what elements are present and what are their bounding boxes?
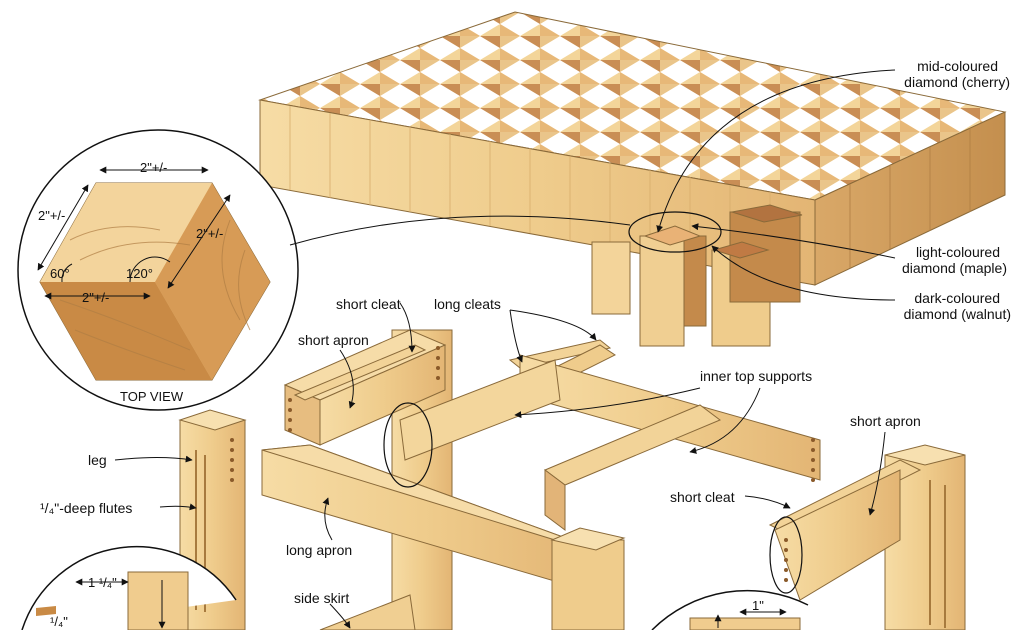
- cleat-detail-inset: [651, 589, 809, 631]
- label-dark-diamond-2: diamond (walnut): [903, 306, 1011, 322]
- dim-inset-1in: 1": [752, 598, 764, 613]
- label-inner-top-supports: inner top supports: [700, 368, 813, 384]
- label-top-view: TOP VIEW: [120, 389, 184, 404]
- dim-width-top: 2"+/-: [140, 160, 168, 175]
- label-side-skirt: side skirt: [294, 590, 350, 606]
- frame: [178, 329, 966, 631]
- label-light-diamond-1: light-coloured: [915, 244, 1000, 260]
- dim-bottom: 2"+/-: [82, 290, 110, 305]
- dim-angle-60: 60°: [50, 266, 70, 281]
- leader-lines: [114, 69, 896, 629]
- callout-ovals: [383, 211, 803, 594]
- joint-detail-inset: [21, 545, 237, 631]
- dim-side-left: 2"+/-: [38, 208, 66, 223]
- label-long-apron: long apron: [286, 542, 353, 558]
- label-short-cleat-top: short cleat: [336, 296, 401, 312]
- label-short-apron-right: short apron: [850, 413, 921, 429]
- label-short-cleat-right: short cleat: [670, 489, 735, 505]
- dim-side-right: 2"+/-: [196, 226, 224, 241]
- label-short-apron-left: short apron: [298, 332, 369, 348]
- label-dark-diamond-1: dark-coloured: [914, 290, 1000, 306]
- label-leg: leg: [88, 452, 107, 468]
- label-long-cleats: long cleats: [434, 296, 501, 312]
- label-mid-diamond-2: diamond (cherry): [904, 74, 1010, 90]
- label-mid-diamond-1: mid-coloured: [917, 58, 998, 74]
- dim-inset-1-quarter: 1 ¹/₄": [88, 575, 117, 590]
- end-grain-top: [258, 11, 1007, 286]
- top-view-inset: [17, 129, 631, 411]
- label-flutes: ¹/₄"-deep flutes: [40, 500, 133, 516]
- peg-holes: [230, 346, 815, 582]
- label-light-diamond-2: diamond (maple): [901, 260, 1007, 276]
- dim-inset-frac: ¹/₄": [50, 614, 68, 629]
- loose-blocks: [591, 204, 803, 347]
- dim-angle-120: 120°: [126, 266, 153, 281]
